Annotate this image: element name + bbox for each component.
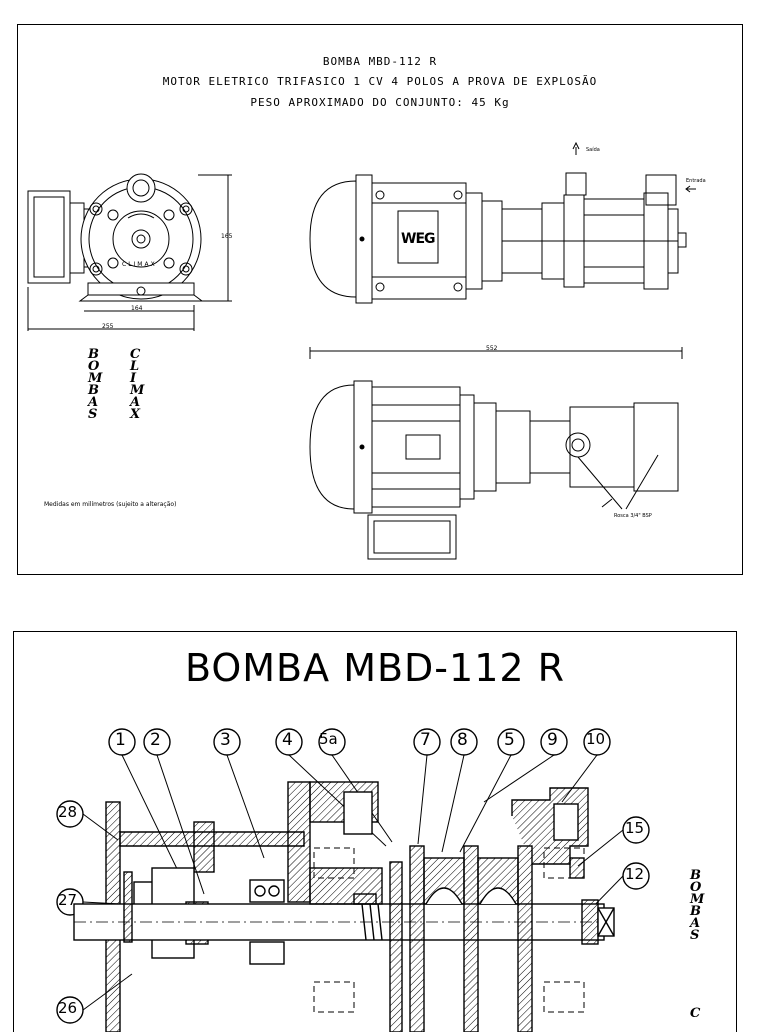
end-view-motor <box>27 173 232 331</box>
drawing-sheet-dimensions: BOMBA MBD-112 R MOTOR ELETRICO TRIFASICO… <box>17 24 743 575</box>
callout-5a: 5a <box>319 730 338 748</box>
sectional-drawing <box>56 728 650 1032</box>
vertical-brand-c: C <box>690 1006 701 1021</box>
technical-drawing-views <box>27 141 696 560</box>
callout-4: 4 <box>282 730 293 750</box>
top-callouts <box>108 728 611 756</box>
weg-logo: WEG <box>401 231 435 247</box>
outlet-label: Saída <box>586 147 600 153</box>
motor-description: MOTOR ELETRICO TRIFASICO 1 CV 4 POLOS A … <box>162 75 598 88</box>
callout-10: 10 <box>586 730 606 748</box>
dimension-length-total: 552 <box>486 345 498 352</box>
callout-28: 28 <box>58 803 78 821</box>
side-view-pump-assembly <box>309 141 696 304</box>
sheet-title-large: BOMBA MBD-112 R <box>184 646 566 690</box>
weight-description: PESO APROXIMADO DO CONJUNTO: 45 Kg <box>250 96 510 109</box>
callout-7: 7 <box>420 730 431 750</box>
callout-8: 8 <box>457 730 468 750</box>
callout-2: 2 <box>150 730 161 750</box>
callout-9: 9 <box>547 730 558 750</box>
pump-cross-section <box>73 781 615 1032</box>
top-view-pump-assembly <box>309 347 683 560</box>
callout-27: 27 <box>58 891 78 909</box>
drawing-sheet-exploded: BOMBA MBD-112 R <box>13 631 737 1032</box>
units-note: Medidas em milímetros (sujeito a alteraç… <box>44 501 177 508</box>
callout-3: 3 <box>220 730 231 750</box>
callout-1: 1 <box>115 730 126 750</box>
climax-badge-text: CLIMAX <box>122 261 157 268</box>
callout-15: 15 <box>625 819 645 837</box>
inlet-label: Entrada <box>686 178 706 184</box>
dimension-height: 165 <box>221 233 233 240</box>
thread-spec-label: Rosca 3/4" BSP <box>614 513 652 519</box>
callout-12: 12 <box>625 865 645 883</box>
callout-26: 26 <box>58 999 78 1017</box>
dimension-width-base: 164 <box>131 305 143 312</box>
callout-5: 5 <box>504 730 515 750</box>
dimension-width-total: 255 <box>102 323 114 330</box>
sheet-title: BOMBA MBD-112 R <box>322 55 438 68</box>
